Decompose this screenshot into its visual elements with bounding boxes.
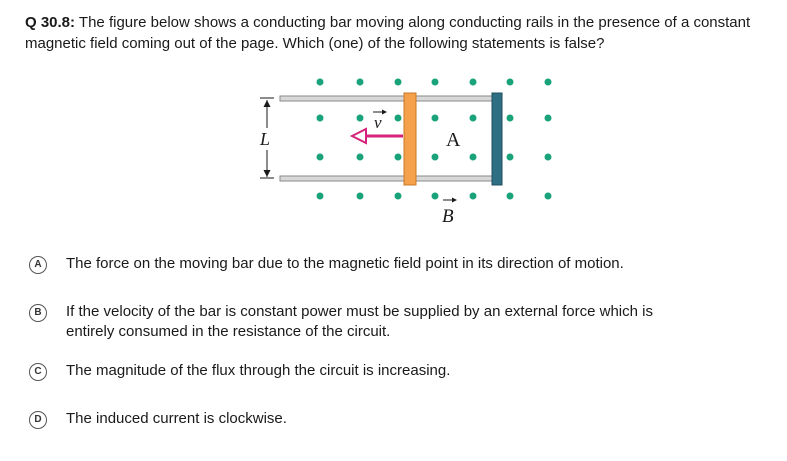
option-c-badge[interactable]: C [29,363,47,381]
option-c-text: The magnitude of the flux through the ci… [66,362,451,379]
moving-bar [403,92,417,186]
velocity-arrowhead [349,127,367,145]
option-d-badge[interactable]: D [29,411,47,429]
option-c[interactable]: C The magnitude of the flux through the … [29,361,749,381]
top-rail [279,95,497,102]
rail-circuit-figure: v A L B [258,78,552,227]
option-d[interactable]: D The induced current is clockwise. [29,409,749,429]
option-a-text: The force on the moving bar due to the m… [66,255,624,272]
length-label: L [259,129,270,149]
end-bar [491,92,503,186]
field-label: B [442,206,454,227]
option-b[interactable]: B If the velocity of the bar is constant… [29,302,749,342]
option-b-badge[interactable]: B [29,304,47,322]
option-b-text: If the velocity of the bar is constant p… [66,303,653,340]
area-label: A [446,129,461,151]
velocity-label: v [374,113,382,132]
question-number: Q 30.8: [25,14,76,31]
magnetic-field-dots [316,78,552,200]
option-a[interactable]: A The force on the moving bar due to the… [29,254,749,274]
option-d-text: The induced current is clockwise. [66,410,287,427]
option-a-badge[interactable]: A [29,256,47,274]
bottom-rail [279,175,497,182]
question-body: The figure below shows a conducting bar … [25,14,751,52]
question-text: Q 30.8: The figure below shows a conduct… [25,12,785,54]
